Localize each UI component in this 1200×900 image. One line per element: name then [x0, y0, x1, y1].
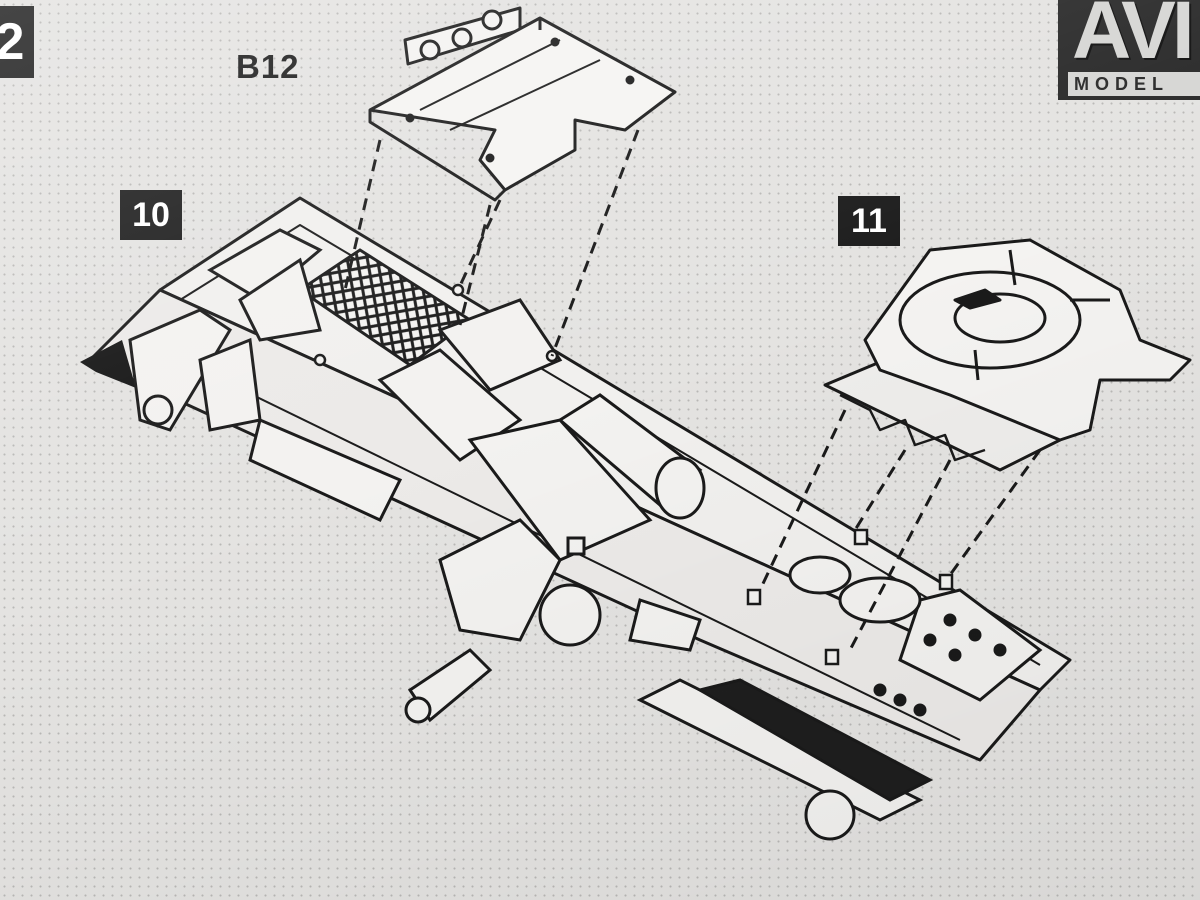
assembly-guide-lines [343, 129, 1042, 651]
step-badge-previous: 2 [0, 6, 34, 78]
front-bumper [80, 340, 136, 388]
front-axle [128, 308, 403, 522]
brand-logo-sub: MODEL [1068, 72, 1200, 96]
driveshaft [467, 393, 706, 562]
leaf-spring [628, 598, 934, 841]
part-label-b12: B12 [236, 48, 300, 85]
mounting-pegs [313, 283, 954, 666]
brand-logo: AVI MODEL [1058, 0, 1200, 100]
axle-housing [404, 518, 602, 724]
air-tanks [788, 555, 922, 624]
part-b12-plate [368, 6, 677, 202]
rear-mount-plate [873, 588, 1043, 717]
step-badge-11: 11 [838, 196, 900, 246]
step-badge-10: 10 [120, 190, 182, 240]
brand-logo-mark: AVI [1072, 0, 1195, 76]
engine-block [207, 228, 563, 462]
fifth-wheel-assembly [823, 238, 1192, 472]
